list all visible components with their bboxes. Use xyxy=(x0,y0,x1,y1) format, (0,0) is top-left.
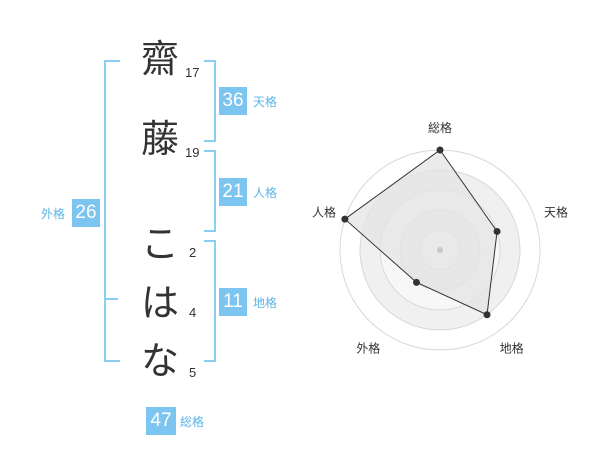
jinkaku-bracket xyxy=(204,150,216,232)
name-char-1: 齋 xyxy=(140,37,179,81)
radar-axis-label-0: 総格 xyxy=(428,120,452,135)
radar-point-3 xyxy=(412,278,420,286)
name-char-2: 藤 xyxy=(140,117,179,161)
tenkaku-bracket xyxy=(204,60,216,142)
name-char-3: こ xyxy=(140,222,179,266)
radar-axis-label-4: 人格 xyxy=(312,204,336,219)
gaikaku-bracket-tick xyxy=(104,298,118,300)
radar-area xyxy=(344,149,498,316)
name-char-4: は xyxy=(140,281,179,325)
gaikaku-label: 外格 xyxy=(41,207,66,221)
jinkaku-label: 人格 xyxy=(253,186,278,200)
stroke-count-5: 5 xyxy=(189,365,197,380)
tenkaku-badge: 36 xyxy=(219,87,247,115)
jinkaku-badge: 21 xyxy=(219,178,247,206)
soukaku-label: 総格 xyxy=(180,415,205,429)
chikaku-bracket xyxy=(204,240,216,362)
gaikaku-badge: 26 xyxy=(72,199,100,227)
gaikaku-bracket xyxy=(104,60,120,362)
radar-axis-label-3: 外格 xyxy=(356,341,380,356)
stroke-count-4: 4 xyxy=(189,305,197,320)
radar-axis-label-1: 天格 xyxy=(544,204,568,219)
radar-point-2 xyxy=(483,311,491,319)
stroke-count-3: 2 xyxy=(189,245,197,260)
radar-point-0 xyxy=(436,146,444,154)
stroke-count-1: 17 xyxy=(185,65,200,80)
radar-point-1 xyxy=(493,227,501,235)
tenkaku-label: 天格 xyxy=(253,95,278,109)
radar-center-dot xyxy=(437,247,443,253)
chikaku-label: 地格 xyxy=(253,296,278,310)
name-char-5: な xyxy=(140,339,179,383)
soukaku-badge: 47 xyxy=(146,407,176,435)
stroke-count-2: 19 xyxy=(185,145,200,160)
radar-axis-label-2: 地格 xyxy=(500,341,524,356)
chikaku-badge: 11 xyxy=(219,288,247,316)
radar-point-4 xyxy=(341,215,349,223)
